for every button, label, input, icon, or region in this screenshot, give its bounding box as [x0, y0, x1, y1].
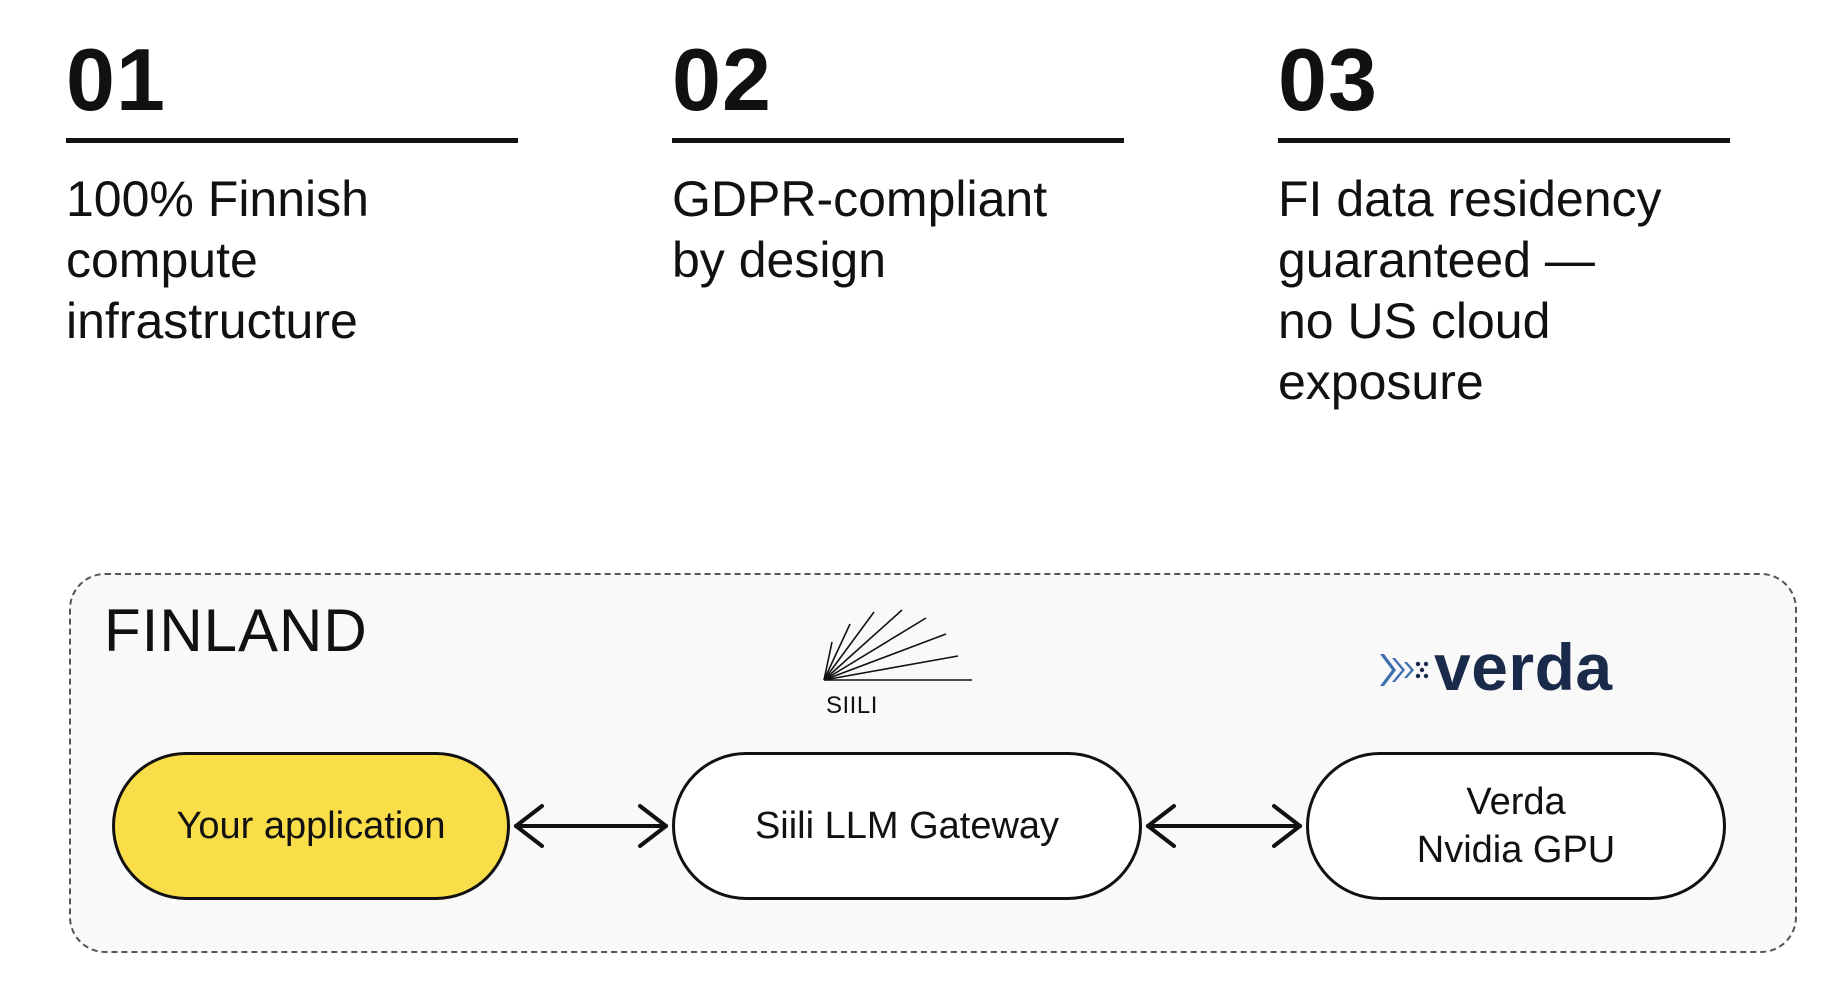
feature-line: by design [672, 232, 887, 288]
feature-column-1: 01 100% Finnish compute infrastructure [66, 30, 518, 352]
feature-line: infrastructure [66, 293, 358, 349]
divider [66, 138, 518, 143]
feature-line: FI data residency [1278, 171, 1662, 227]
feature-description: 100% Finnish compute infrastructure [66, 169, 518, 352]
feature-line: no US cloud [1278, 293, 1551, 349]
feature-line: compute [66, 232, 258, 288]
node-label-line: Verda [1466, 781, 1566, 823]
bidirectional-arrow-gateway-gpu [1146, 804, 1302, 848]
siili-logo-text: SIILI [826, 692, 878, 719]
region-label: FINLAND [104, 597, 368, 664]
verda-arrow-icon [1380, 654, 1429, 686]
feature-description: FI data residency guaranteed — no US clo… [1278, 169, 1730, 413]
feature-number: 03 [1278, 30, 1378, 129]
siili-sunburst-icon [823, 609, 972, 681]
your-application-node: Your application [112, 752, 510, 900]
node-label-line: Nvidia GPU [1416, 829, 1616, 871]
feature-column-2: 02 GDPR-compliant by design [672, 30, 1124, 291]
feature-description: GDPR-compliant by design [672, 169, 1124, 291]
feature-line: exposure [1278, 354, 1484, 410]
node-label: Your application [176, 805, 446, 847]
divider [1278, 138, 1730, 143]
verda-logo-text: verda [1434, 630, 1613, 704]
feature-number: 01 [66, 30, 166, 129]
feature-line: guaranteed — [1278, 232, 1595, 288]
verda-nvidia-gpu-node: Verda Nvidia GPU [1306, 752, 1726, 900]
bidirectional-arrow-app-gateway [514, 804, 668, 848]
feature-line: 100% Finnish [66, 171, 369, 227]
feature-column-3: 03 FI data residency guaranteed — no US … [1278, 30, 1730, 413]
feature-line: GDPR-compliant [672, 171, 1048, 227]
siili-llm-gateway-node: Siili LLM Gateway [672, 752, 1142, 900]
feature-number: 02 [672, 30, 772, 129]
node-label: Siili LLM Gateway [754, 805, 1060, 847]
divider [672, 138, 1124, 143]
